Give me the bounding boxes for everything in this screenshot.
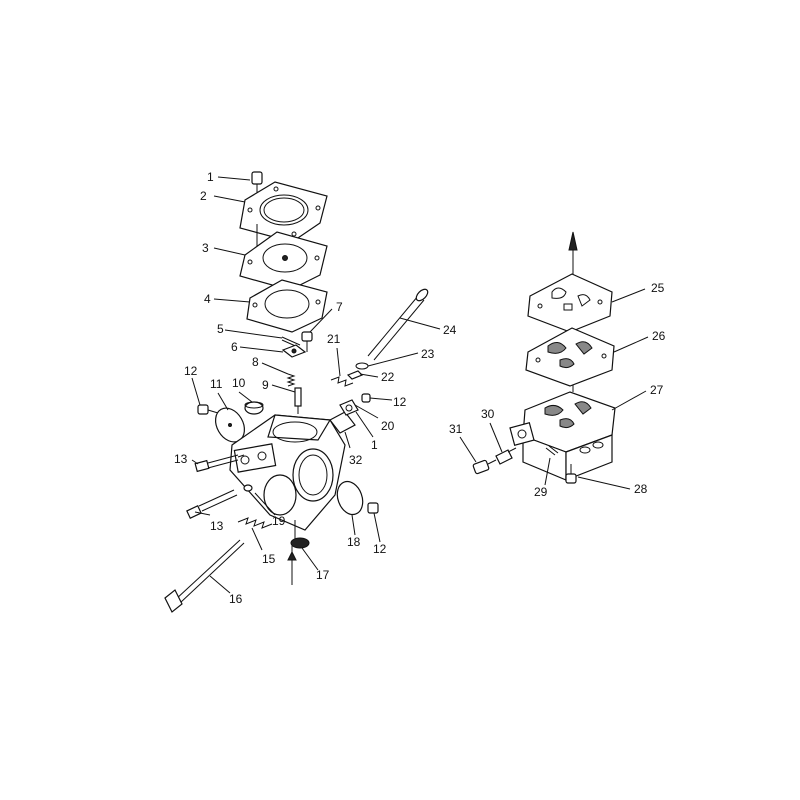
part-30-spring xyxy=(495,447,517,465)
part-9-needle xyxy=(294,387,302,414)
part-27-pump-body xyxy=(509,391,616,481)
part-1-screw xyxy=(251,171,263,194)
callout-22: 22 xyxy=(381,370,395,384)
callout-12-c: 12 xyxy=(373,542,387,556)
callout-1-b: 1 xyxy=(371,438,378,452)
callout-13-b: 13 xyxy=(210,519,224,533)
part-8-spring xyxy=(286,373,296,387)
callout-10: 10 xyxy=(232,376,246,390)
part-32-lever-cluster xyxy=(329,399,359,434)
part-19-small-part xyxy=(243,484,253,492)
part-3-diaphragm xyxy=(239,231,328,291)
callout-7: 7 xyxy=(336,300,343,314)
callout-15: 15 xyxy=(262,552,276,566)
part-12-screw-upper-right xyxy=(361,393,371,403)
callout-20: 20 xyxy=(381,419,395,433)
part-10-cap xyxy=(244,401,264,415)
part-7-screw xyxy=(301,331,313,352)
callout-4: 4 xyxy=(204,292,211,306)
carburetor-body xyxy=(229,414,346,540)
part-16-choke-shaft xyxy=(164,539,245,613)
callout-26: 26 xyxy=(652,329,666,343)
callout-5: 5 xyxy=(217,322,224,336)
right-carburetor-assembly: 25 26 27 28 29 30 31 xyxy=(449,231,666,499)
left-callout-labels: 1 2 3 4 5 6 7 8 9 10 11 12 12 12 13 13 1… xyxy=(174,170,457,606)
part-25-gasket xyxy=(527,273,613,333)
part-23-ring xyxy=(355,362,369,370)
part-31-screw xyxy=(472,459,497,475)
left-leader-lines xyxy=(191,176,441,594)
callout-1: 1 xyxy=(207,170,214,184)
callout-30: 30 xyxy=(481,407,495,421)
callout-2: 2 xyxy=(200,189,207,203)
callout-6: 6 xyxy=(231,340,238,354)
part-24-shaft xyxy=(367,288,429,361)
part-12-screw-right xyxy=(367,502,379,514)
callout-28: 28 xyxy=(634,482,648,496)
callout-13-a: 13 xyxy=(174,452,188,466)
part-17-screen xyxy=(287,537,310,585)
callout-29: 29 xyxy=(534,485,548,499)
part-21-spring xyxy=(330,376,354,387)
callout-23: 23 xyxy=(421,347,435,361)
callout-24: 24 xyxy=(443,323,457,337)
part-13-adjust-needle-lower xyxy=(186,489,238,519)
part-4-gasket xyxy=(246,279,328,333)
callout-3: 3 xyxy=(202,241,209,255)
part-12-screw-left xyxy=(197,404,219,415)
part-22-clip xyxy=(346,370,364,380)
part-28-screw xyxy=(565,464,577,484)
part-11-throttle-plate xyxy=(214,407,246,443)
part-2-cover-plate xyxy=(239,181,328,243)
part-6-lever xyxy=(281,344,307,358)
right-leader-lines xyxy=(459,288,649,490)
part-18-plate xyxy=(336,480,364,516)
callout-12-a: 12 xyxy=(184,364,198,378)
part-29-pin xyxy=(545,445,559,456)
part-15-spring xyxy=(237,517,273,529)
callout-31: 31 xyxy=(449,422,463,436)
callout-25: 25 xyxy=(651,281,665,295)
part-26-plate xyxy=(525,327,615,387)
left-carburetor-assembly: 1 2 3 4 5 6 7 8 9 10 11 12 12 12 13 13 1… xyxy=(164,170,457,613)
callout-16: 16 xyxy=(229,592,243,606)
callout-9: 9 xyxy=(262,378,269,392)
callout-17: 17 xyxy=(316,568,330,582)
callout-32: 32 xyxy=(349,453,363,467)
callout-18: 18 xyxy=(347,535,361,549)
callout-12-b: 12 xyxy=(393,395,407,409)
part-13-adjust-needle-upper xyxy=(194,454,245,473)
callout-19: 19 xyxy=(272,514,286,528)
callout-8: 8 xyxy=(252,355,259,369)
callout-21: 21 xyxy=(327,332,341,346)
right-callout-labels: 25 26 27 28 29 30 31 xyxy=(449,281,666,499)
callout-11: 11 xyxy=(210,377,223,391)
callout-27: 27 xyxy=(650,383,664,397)
